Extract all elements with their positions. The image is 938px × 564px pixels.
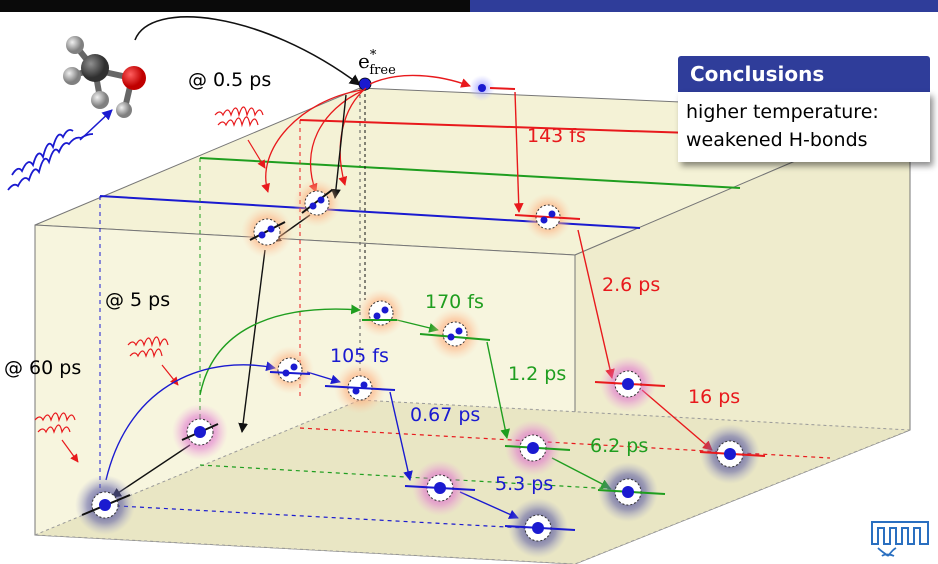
state-blue-2 bbox=[324, 362, 396, 414]
conclusions-title: Conclusions bbox=[678, 56, 930, 92]
red-level-mark-top bbox=[489, 87, 516, 90]
green-time-170fs: 170 fs bbox=[425, 291, 484, 313]
state-pink-left bbox=[172, 404, 228, 460]
red-arc-2 bbox=[308, 89, 365, 193]
pulse-60-label: @ 60 ps bbox=[4, 357, 81, 379]
red-arrow-2.6ps bbox=[577, 229, 615, 379]
top-bar-dark bbox=[0, 0, 470, 12]
laser-pulse-icon bbox=[7, 109, 113, 191]
excitation-arrow bbox=[134, 16, 361, 86]
red-arc-to-localized bbox=[369, 74, 471, 88]
blue-dashed-bottom bbox=[99, 504, 526, 529]
red-arrow-143fs bbox=[513, 91, 524, 213]
black-arrow-1 bbox=[331, 94, 347, 199]
free-electron-label: e*free bbox=[358, 48, 396, 78]
state-red-right-2 bbox=[594, 356, 666, 412]
black-arrow-3 bbox=[238, 249, 266, 433]
conclusions-box: Conclusions higher temperature: weakened… bbox=[678, 56, 930, 168]
green-time-6.2ps: 6.2 ps bbox=[590, 435, 648, 457]
green-level-top bbox=[199, 157, 741, 189]
blue-time-105fs: 105 fs bbox=[330, 345, 389, 367]
state-red-top-lower bbox=[241, 206, 293, 258]
red-arrow-16ps bbox=[641, 389, 713, 451]
state-green-2 bbox=[419, 308, 491, 360]
pulse-05-label: @ 0.5 ps bbox=[188, 69, 271, 91]
pulse-5-label: @ 5 ps bbox=[105, 289, 170, 311]
blue-arrow-0.67ps bbox=[389, 391, 413, 481]
state-blue-4 bbox=[504, 498, 576, 558]
blue-time-5.3ps: 5.3 ps bbox=[495, 473, 553, 495]
blue-arrow-5.3ps bbox=[459, 491, 519, 519]
green-arrow-1.2ps bbox=[486, 341, 510, 439]
state-blue-1 bbox=[266, 346, 314, 394]
state-green-3 bbox=[504, 420, 571, 476]
state-blue-3 bbox=[404, 460, 476, 516]
red-arc-1 bbox=[261, 89, 363, 193]
localized-electron-dot bbox=[478, 84, 486, 92]
conclusions-line-2: weakened H-bonds bbox=[686, 129, 868, 151]
red-time-16ps: 16 ps bbox=[688, 386, 740, 408]
conclusions-body: higher temperature: weakened H-bonds bbox=[678, 92, 930, 162]
blue-time-0.67ps: 0.67 ps bbox=[410, 404, 480, 426]
state-red-right-1 bbox=[514, 193, 581, 241]
state-green-1 bbox=[357, 289, 405, 337]
red-time-143fs: 143 fs bbox=[527, 125, 586, 147]
top-bar-blue bbox=[470, 0, 938, 12]
state-red-right-3 bbox=[699, 424, 766, 484]
pulse-05-icon bbox=[214, 106, 266, 169]
methanol-molecule-icon bbox=[63, 36, 146, 118]
conclusions-line-1: higher temperature: bbox=[686, 101, 879, 123]
blue-arc bbox=[105, 361, 276, 481]
pulse-60-icon bbox=[34, 412, 79, 463]
red-time-2.6ps: 2.6 ps bbox=[602, 274, 660, 296]
tum-logo-icon bbox=[871, 521, 929, 557]
box-bottom-face bbox=[34, 399, 911, 564]
state-blue-left bbox=[75, 475, 135, 535]
top-bar bbox=[0, 0, 938, 12]
green-time-1.2ps: 1.2 ps bbox=[508, 363, 566, 385]
state-red-top-upper bbox=[293, 179, 341, 227]
green-arc bbox=[199, 304, 361, 396]
state-green-4 bbox=[597, 462, 666, 522]
